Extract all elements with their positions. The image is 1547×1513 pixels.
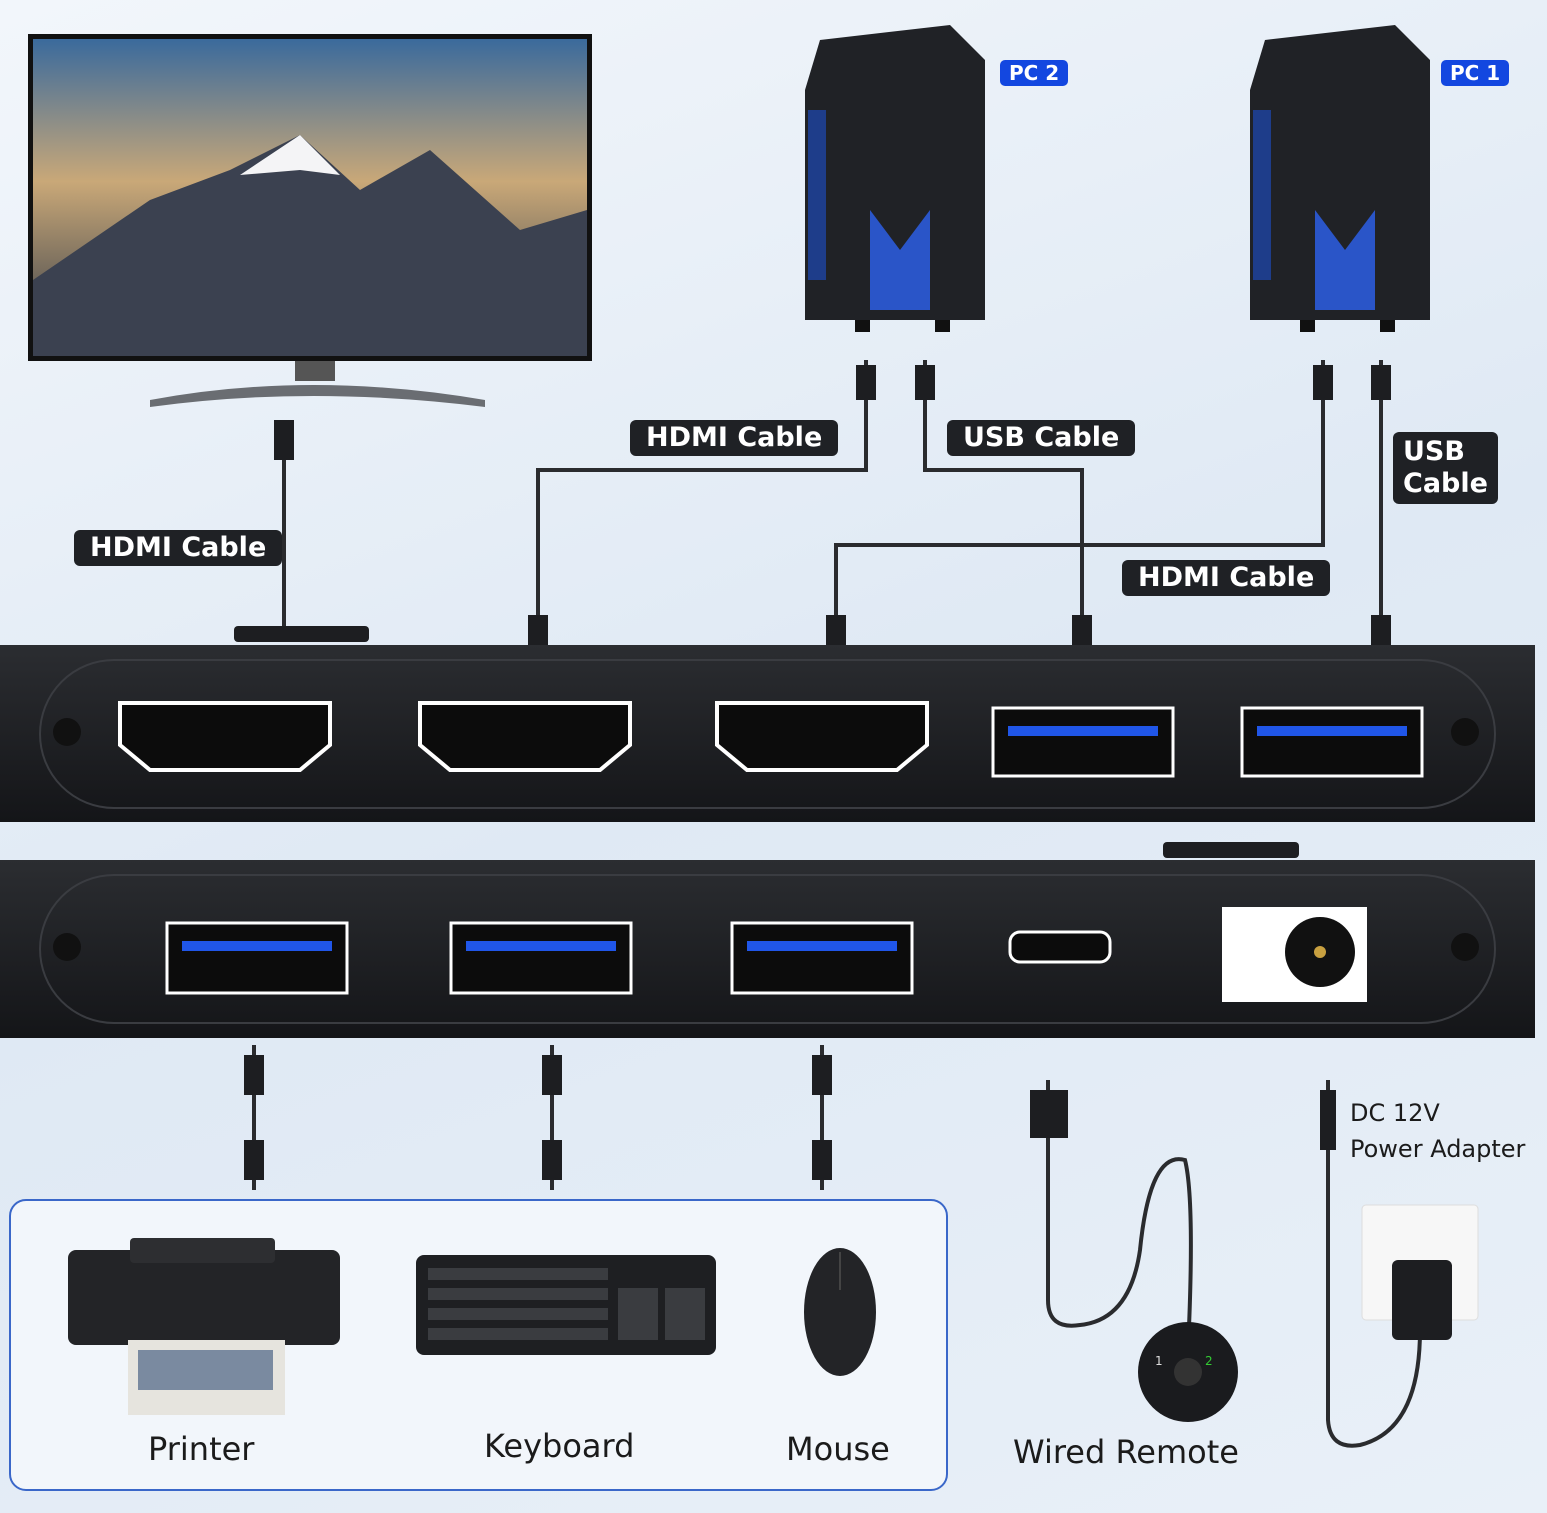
keyboard-label: Keyboard [484, 1427, 635, 1465]
cable-plugs [234, 365, 1391, 1180]
hdmi-cable-pc1-label: HDMI Cable [1122, 560, 1331, 596]
printer-image [68, 1238, 340, 1415]
pc-1-tower [1250, 25, 1430, 332]
mouse-image [804, 1248, 876, 1376]
kvm-front-panel-bottom [0, 860, 1535, 1038]
printer-label: Printer [148, 1430, 255, 1468]
hdmi-cable-monitor-label: HDMI Cable [74, 530, 283, 566]
remote-button-2: 2 [1205, 1354, 1213, 1368]
monitor [28, 34, 592, 407]
wired-remote-image [1138, 1322, 1238, 1422]
power-line1: DC 12V [1350, 1099, 1440, 1127]
pc-2-tower [805, 25, 985, 332]
power-adapter-image [1361, 1204, 1479, 1340]
usb-cable-pc2-label: USB Cable [947, 420, 1136, 456]
hdmi-cable-pc2-label: HDMI Cable [630, 420, 839, 456]
pc-2-badge: PC 2 [1000, 60, 1069, 86]
remote-button-1: 1 [1155, 1354, 1163, 1368]
usb-cable-pc1-line1: USB [1403, 436, 1465, 467]
power-adapter-label: DC 12V Power Adapter [1350, 1095, 1525, 1167]
wired-remote-label: Wired Remote [1013, 1433, 1239, 1471]
power-line2: Power Adapter [1350, 1135, 1526, 1163]
kvm-front-panel-top [0, 645, 1535, 822]
pc-1-badge: PC 1 [1441, 60, 1510, 86]
usb-cable-pc1-line2: Cable [1403, 468, 1488, 499]
keyboard-image [416, 1255, 716, 1355]
mouse-label: Mouse [786, 1430, 890, 1468]
usb-cable-pc1-label: USB Cable [1393, 432, 1498, 504]
